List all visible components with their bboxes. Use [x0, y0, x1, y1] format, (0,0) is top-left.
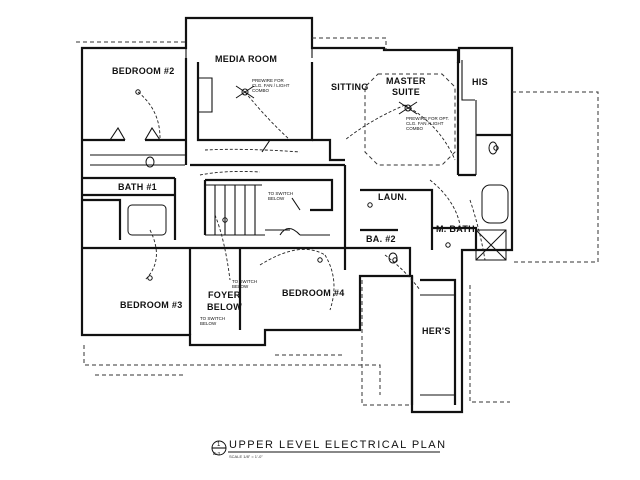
room-labels: BEDROOM #2 MEDIA ROOM SITTING MASTER SUI…	[112, 54, 488, 336]
stair-treads	[214, 185, 256, 235]
note-switch-below: BELOW	[232, 284, 249, 289]
note-switch-below: BELOW	[200, 321, 217, 326]
room-label-laundry: LAUN.	[378, 192, 407, 202]
room-label-media: MEDIA ROOM	[215, 54, 277, 64]
sheet-detail-number: 1	[217, 442, 221, 448]
ceiling-fan-icon	[235, 85, 255, 99]
room-label-bedroom4: BEDROOM #4	[282, 288, 345, 298]
bathtub-icon	[481, 184, 509, 224]
plan-title: UPPER LEVEL ELECTRICAL PLAN	[229, 439, 447, 451]
note-prewire-master: CLG. FAN / LIGHT	[406, 121, 444, 126]
bathtub-icon	[127, 204, 167, 236]
room-label-ba2: BA. #2	[366, 234, 396, 244]
room-label-hers: HER'S	[422, 326, 451, 336]
room-label-foyer: FOYER	[208, 290, 241, 300]
room-label-bedroom2: BEDROOM #2	[112, 66, 175, 76]
note-prewire-media: PREWIRE FOR	[252, 78, 285, 83]
drawing-title: 1 E-3 UPPER LEVEL ELECTRICAL PLAN SCALE …	[213, 439, 447, 459]
room-label-sitting: SITTING	[331, 82, 369, 92]
fixtures	[109, 73, 509, 456]
note-switch-below: TO SWITCH	[232, 279, 257, 284]
room-label-bedroom3: BEDROOM #3	[120, 300, 183, 310]
exterior-walls	[80, 16, 514, 414]
plan-notes: PREWIRE FOR CLG. FAN / LIGHT COMBO PREWI…	[200, 78, 449, 326]
toilet-icon	[145, 156, 155, 168]
interior-walls	[82, 58, 512, 405]
note-switch-below: TO SWITCH	[200, 316, 225, 321]
plan-scale: SCALE 1/8" = 1'-0"	[229, 454, 263, 459]
toilet-icon	[488, 141, 498, 155]
dashed-outlines	[76, 37, 599, 406]
shower-icon	[475, 229, 507, 261]
room-label-bath1: BATH #1	[118, 182, 157, 192]
note-prewire-media: COMBO	[252, 88, 270, 93]
room-label-suite: SUITE	[392, 87, 420, 97]
ceiling-fan-icon	[398, 101, 418, 115]
note-prewire-master: COMBO	[406, 126, 424, 131]
room-label-master: MASTER	[386, 76, 426, 86]
note-switch-below: BELOW	[268, 196, 285, 201]
sheet-id: E-3	[213, 451, 221, 456]
note-switch-below: TO SWITCH	[268, 191, 293, 196]
room-label-his: HIS	[472, 77, 488, 87]
room-label-foyer-below: BELOW	[207, 302, 242, 312]
door-swings	[109, 126, 301, 236]
toilet-icon	[388, 252, 398, 264]
tray-ceiling-outline	[364, 73, 456, 166]
note-prewire-media: CLG. FAN / LIGHT	[252, 83, 290, 88]
note-prewire-master: PREWIRE FOR OPT.	[406, 116, 449, 121]
room-label-mbath: M. BATH	[436, 224, 475, 234]
